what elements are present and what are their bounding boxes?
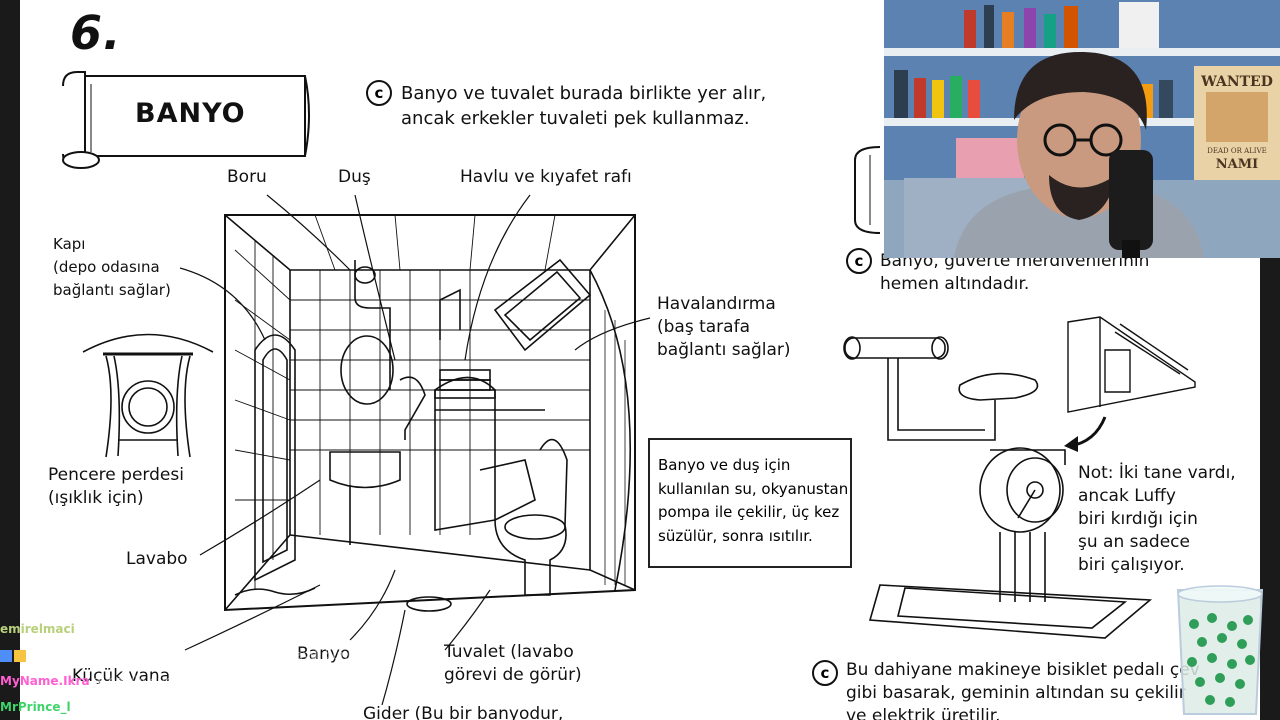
stair-inset-illustration <box>1067 316 1196 413</box>
arrow-icon <box>1064 416 1107 452</box>
bicycle-note: Bu dahiyane makineye bisiklet pedalı çev… <box>846 660 1200 720</box>
label-lavabo: Lavabo <box>126 549 188 569</box>
badge-icon <box>0 649 12 662</box>
chat-text: ohohoho <box>74 700 127 714</box>
label-havalandirma: Havalandırma (baş tarafa bağlantı sağlar… <box>657 294 791 360</box>
label-tuvalet: Tuvalet (lavabo görevi de görür) <box>444 642 582 685</box>
webcam-scene: WANTED DEAD OR ALIVE NAMI <box>884 0 1280 258</box>
wanted-poster: WANTED DEAD OR ALIVE NAMI <box>1194 66 1280 180</box>
label-leader-lines <box>179 194 651 706</box>
chat-username: MyName.Ikra <box>0 674 90 688</box>
label-banyo: Banyo <box>297 644 351 664</box>
label-kapi: Kapı (depo odasına bağlantı sağlar) <box>53 235 171 299</box>
figure-shelf-items <box>894 2 1173 180</box>
glass-jar-overlay <box>1176 585 1264 715</box>
title-scroll <box>62 71 310 169</box>
chat-text: Luffy zaten tuvaletten çıkamamaydı bunu … <box>104 648 378 662</box>
webcam-overlay: WANTED DEAD OR ALIVE NAMI <box>884 0 1280 258</box>
luffy-note: Not: İki tane vardı, ancak Luffy biri kı… <box>1078 463 1236 575</box>
poster-name: NAMI <box>1216 157 1258 172</box>
right-scroll-fragment <box>854 146 881 234</box>
intro-line-1: Banyo ve tuvalet burada birlikte yer alı… <box>401 83 767 104</box>
intro-line-2: ancak erkekler tuvaleti pek kullanmaz. <box>401 108 750 129</box>
label-dus: Duş <box>338 167 371 187</box>
poster-wanted-text: WANTED <box>1200 74 1273 90</box>
water-note-text: Banyo ve duş için kullanılan su, okyanus… <box>658 456 849 545</box>
copyright-icon: c <box>366 80 392 106</box>
label-gider: Gider (Bu bir banyodur, <box>363 704 564 720</box>
chat-text: ai ba ubudum adada bir duş akıyodu <box>93 674 314 688</box>
poster-dead-or-alive: DEAD OR ALIVE <box>1207 147 1266 155</box>
label-boru: Boru <box>227 167 267 187</box>
page-title: BANYO <box>135 98 246 129</box>
copyright-icon-bottom: c <box>812 660 838 686</box>
water-note-box: Banyo ve duş için kullanılan su, okyanus… <box>648 438 852 568</box>
chat-username: MrPrince_l <box>0 700 71 714</box>
label-kucuk-vana: Küçük vana <box>72 666 171 686</box>
chat-username: Tensura_tr <box>30 648 101 662</box>
window-curtain-illustration <box>82 333 214 458</box>
crown-icon <box>14 649 26 662</box>
chat-text: lore <box>78 622 102 636</box>
bathroom-illustration <box>224 214 636 612</box>
chat-username: emirelmaci <box>0 622 75 636</box>
pump-machine-illustration <box>843 336 1153 639</box>
copyright-icon-right: c <box>846 248 872 274</box>
microphone <box>1109 150 1153 258</box>
label-pencere: Pencere perdesi (ışıklık için) <box>48 465 184 508</box>
label-havlu: Havlu ve kıyafet rafı <box>460 167 632 187</box>
page-number: 6. <box>70 6 122 60</box>
